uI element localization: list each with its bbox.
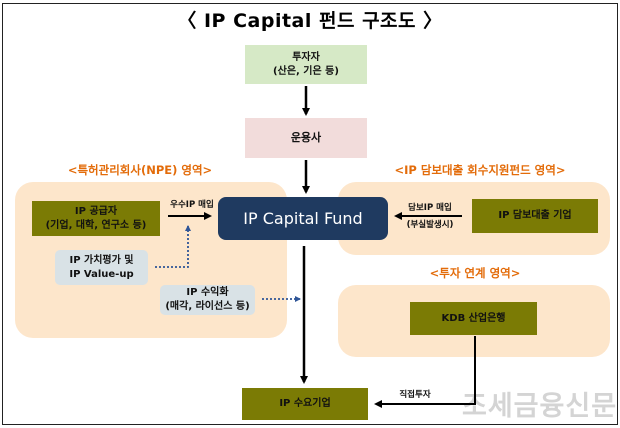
- investor-label: 투자자: [292, 51, 320, 63]
- loan-recovery-region-label: <IP 담보대출 회수지원펀드 영역>: [394, 163, 566, 177]
- ip-loan-company-box: IP 담보대출 기업: [472, 199, 598, 233]
- ip-valuation-label: IP 가치평가 및: [69, 254, 134, 266]
- ip-loan-company-label: IP 담보대출 기업: [498, 210, 572, 221]
- manager-label: 운용사: [290, 131, 322, 144]
- diagram-frame: [2, 3, 618, 425]
- arrow-kdb-direct-investment: [374, 336, 476, 408]
- npe-region-label: <특허관리회사(NPE) 영역>: [67, 163, 213, 177]
- direct-investment-label: 직접투자: [399, 390, 431, 400]
- ip-valuation-box: IP 가치평가 및 IP Value-up: [55, 250, 148, 285]
- ip-monetization-label: IP 수익화: [186, 287, 229, 298]
- excellent-ip-purchase-label: 우수IP 매입: [170, 200, 214, 210]
- fund-box: IP Capital Fund: [218, 197, 388, 240]
- ip-supplier-box: IP 공급자 (기업, 대학, 연구소 등): [32, 201, 160, 236]
- ip-monetization-sublabel: (매각, 라이선스 등): [165, 301, 250, 312]
- on-default-label: (부실발생시): [406, 220, 454, 230]
- ip-demand-label: IP 수요기업: [279, 398, 331, 409]
- kdb-box: KDB 산업은행: [410, 302, 537, 335]
- ip-demand-box: IP 수요기업: [242, 388, 368, 420]
- watermark: 조세금융신문: [462, 391, 618, 422]
- fund-label: IP Capital Fund: [243, 208, 363, 228]
- diagram-title: 〈 IP Capital 펀드 구조도 〉: [177, 10, 443, 32]
- dotted-valuation-link: [155, 225, 191, 268]
- kdb-label: KDB 산업은행: [441, 312, 506, 324]
- investment-link-region-label: <투자 연계 영역>: [429, 266, 521, 280]
- investor-sublabel: (산은, 기은 등): [273, 65, 339, 77]
- ip-supplier-sublabel: (기업, 대학, 연구소 등): [45, 219, 147, 231]
- investor-box: 투자자 (산은, 기은 등): [245, 45, 367, 84]
- ip-monetization-box: IP 수익화 (매각, 라이선스 등): [160, 285, 255, 315]
- collateral-ip-purchase-label: 담보IP 매입: [408, 203, 452, 213]
- ip-supplier-label: IP 공급자: [74, 205, 118, 217]
- manager-box: 운용사: [245, 118, 367, 158]
- ip-valuation-sublabel: IP Value-up: [69, 268, 134, 280]
